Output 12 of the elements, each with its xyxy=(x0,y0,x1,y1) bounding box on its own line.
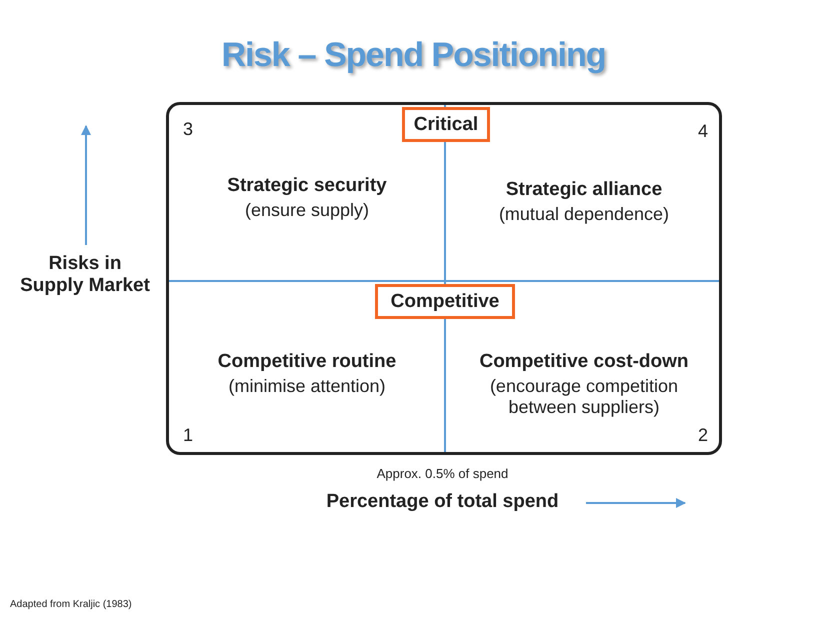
title: Risk – Spend Positioning xyxy=(220,36,607,75)
quadrant-number: 4 xyxy=(698,121,708,142)
axis-label: Risks in Supply Market xyxy=(20,253,150,297)
quadrant-number: 3 xyxy=(183,119,194,140)
matrix-box xyxy=(166,102,722,455)
quadrant-number: 2 xyxy=(698,425,708,446)
category-label: Competitive xyxy=(375,284,515,319)
note: Approx. 0.5% of spend xyxy=(376,466,510,481)
quadrant-number: 1 xyxy=(183,425,194,446)
axis-label: Percentage of total spend xyxy=(325,491,560,513)
source-note: Adapted from Kraljic (1983) xyxy=(10,599,133,610)
category-label: Critical xyxy=(402,107,490,142)
